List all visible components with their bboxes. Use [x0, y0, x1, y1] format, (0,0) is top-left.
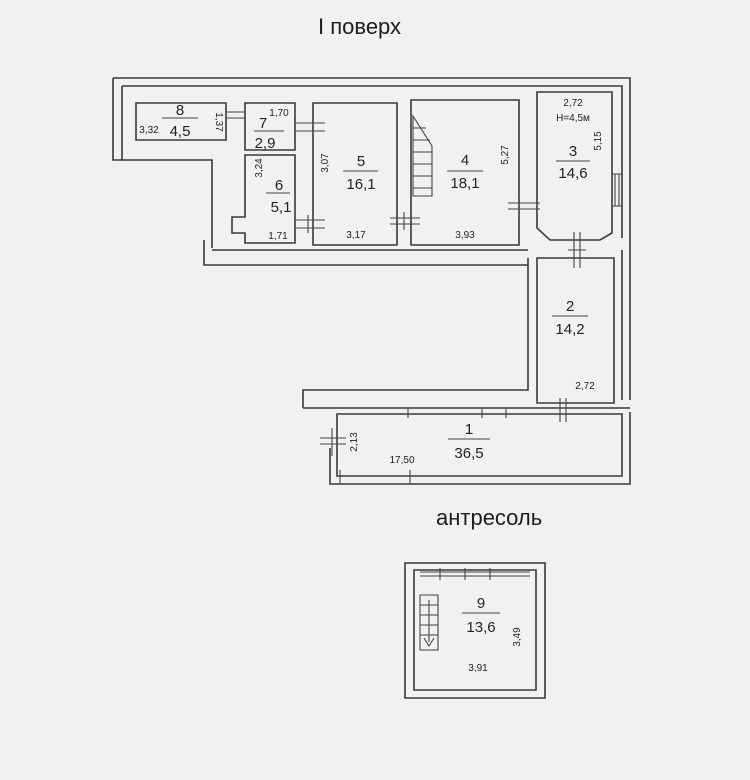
walls [112, 77, 631, 699]
room-2-area: 14,2 [555, 321, 584, 338]
dim-r9-width: 3,91 [468, 663, 488, 674]
door-mark [295, 215, 325, 233]
room-5-wall [312, 102, 398, 246]
room-2-wall [536, 257, 615, 404]
room-7-number: 7 [259, 115, 267, 132]
room-7-area: 2,9 [255, 135, 276, 152]
room-1-number: 1 [465, 421, 473, 438]
room-4-area: 18,1 [450, 175, 479, 192]
room-2-number: 2 [566, 298, 574, 315]
stair-arrow [423, 637, 435, 648]
dim-r6-height: 3,24 [254, 158, 265, 178]
dim-r1-width: 17,50 [389, 455, 414, 466]
dim-r5-height: 3,07 [320, 153, 331, 173]
outer-wall-inner [122, 85, 623, 400]
dim-r4-height: 5,27 [500, 145, 511, 165]
door-mark [320, 428, 346, 456]
door-mark [390, 212, 420, 230]
left-wall [112, 78, 123, 161]
room-3-area: 14,6 [558, 165, 587, 182]
dim-r3-height: 5,15 [593, 131, 604, 151]
dim-r9-height: 3,49 [512, 627, 523, 647]
dim-r3-width: 2,72 [563, 98, 583, 109]
room-3-wall [536, 91, 613, 241]
door-mark [295, 118, 325, 136]
room-8-wall [135, 102, 227, 141]
wall-ticks [339, 408, 507, 484]
floor-title: І поверх [318, 14, 402, 39]
room-4-number: 4 [461, 152, 469, 169]
room-8-number: 8 [176, 102, 184, 119]
details [162, 111, 622, 651]
dim-r1-height: 2,13 [349, 432, 360, 452]
door-mark [556, 398, 604, 422]
door-mark [568, 232, 586, 268]
room-6-number: 6 [275, 177, 283, 194]
window-mark [612, 173, 622, 207]
room-1-area: 36,5 [454, 445, 483, 462]
door-mark [226, 111, 245, 119]
outer-wall [113, 77, 631, 485]
dim-r4-width: 3,93 [455, 230, 475, 241]
dim-r5-width: 3,17 [346, 230, 366, 241]
corridor-right-wall [302, 258, 529, 408]
labels: 8 4,5 7 2,9 6 5,1 5 16,1 4 18,1 3 14,6 2… [139, 98, 604, 674]
room-9-area: 13,6 [466, 619, 495, 636]
room-9-outer [404, 562, 546, 699]
dim-r6-width: 1,71 [268, 231, 288, 242]
dim-r8-width: 3,32 [139, 125, 159, 136]
left-step-wall [122, 159, 213, 248]
corridor-top-wall [203, 240, 528, 266]
mezzanine-title: антресоль [436, 505, 543, 530]
room-5-number: 5 [357, 153, 365, 170]
room-3-number: 3 [569, 143, 577, 160]
dim-r7-width: 1,70 [269, 108, 289, 119]
dim-r8-height: 1,37 [213, 112, 224, 132]
room-9-inner [413, 569, 537, 691]
room-4-wall [410, 99, 520, 246]
room-5-area: 16,1 [346, 176, 375, 193]
room-9-number: 9 [477, 595, 485, 612]
mezzanine-top-detail [420, 568, 530, 580]
room-6-wall [231, 154, 296, 244]
dim-r3-ceiling: H=4,5м [556, 113, 590, 124]
dim-r2-width: 2,72 [575, 381, 595, 392]
door-mark [508, 196, 540, 216]
room-8-area: 4,5 [170, 123, 191, 140]
mezzanine-staircase [419, 594, 439, 651]
room-7-wall [244, 102, 296, 151]
room-1-wall [336, 413, 623, 477]
room-6-area: 5,1 [271, 199, 292, 216]
staircase [412, 114, 433, 197]
